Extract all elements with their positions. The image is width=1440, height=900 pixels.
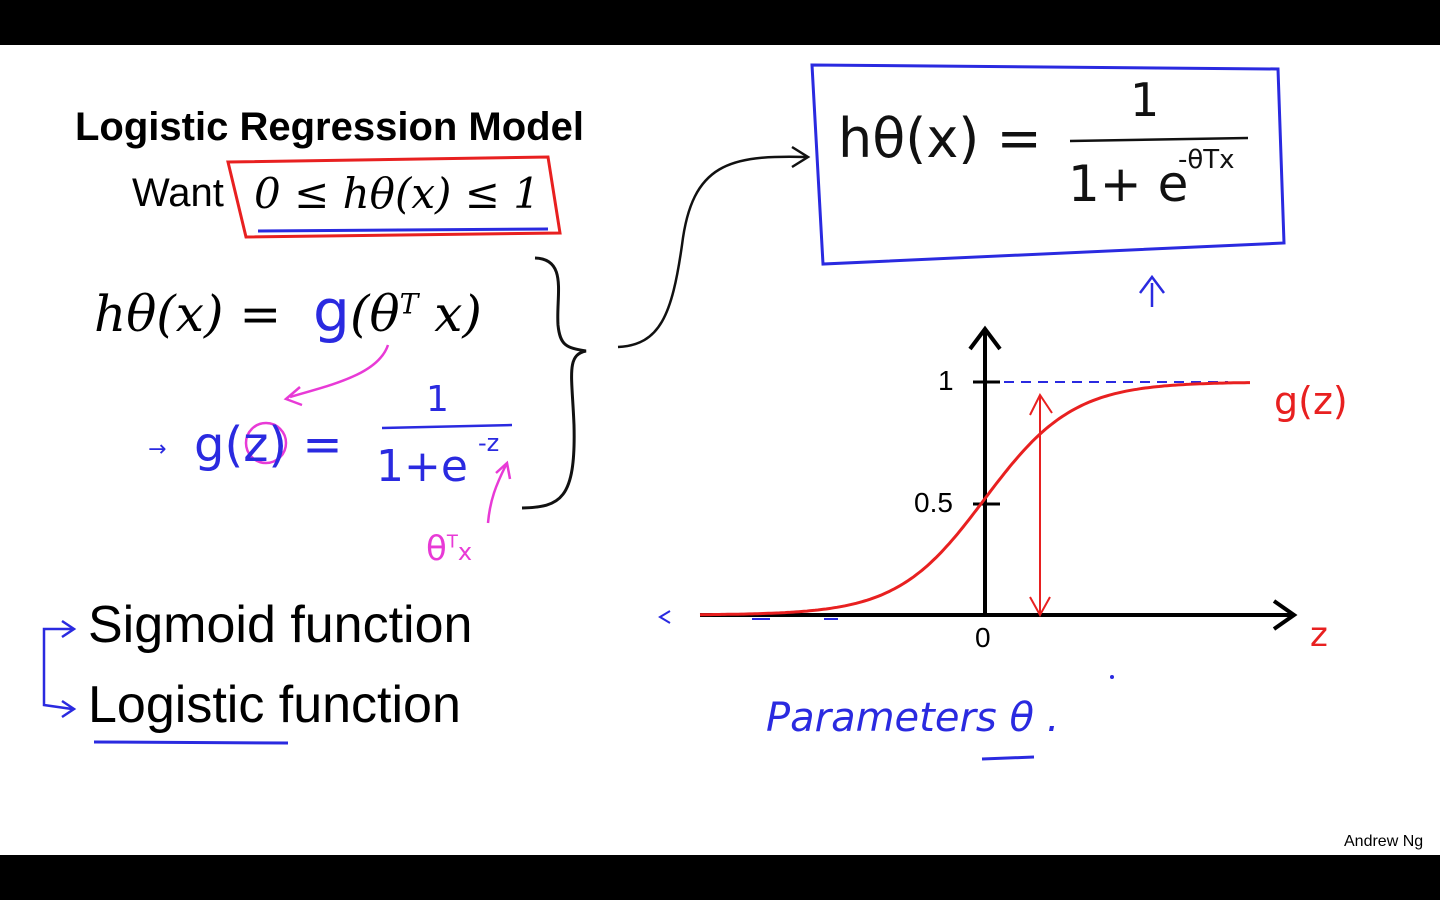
box-denominator: 1+ e [1068,155,1189,213]
names-bracket-arrow [42,627,73,711]
letterbox-bottom [0,855,1440,900]
parameters-note: Parameters θ . [766,695,1060,741]
curly-brace [521,256,587,510]
sigmoid-curve [699,381,1250,617]
lecture-slide: Logistic Regression Model Want 0 ≤ hθ(x)… [0,45,1440,855]
hypothesis-transpose: T [399,287,419,321]
want-blue-underline [257,227,549,233]
letterbox-top [0,0,1440,45]
formula-blue-box [810,63,1286,266]
author-credit: Andrew Ng [1344,833,1424,850]
curve-label: g(z) [1274,379,1348,423]
logistic-underline [93,740,289,745]
magenta-arrow-to-z [289,344,390,399]
slide-title: Logistic Regression Model [75,105,584,149]
y-axis-arrowhead [968,325,1002,351]
z-circle [244,421,288,465]
box-numerator: 1 [1130,73,1160,127]
x-tick-label-0: 0 [975,622,991,653]
x-axis-label: z [1310,615,1328,655]
box-exponent: -θTx [1178,145,1235,175]
def-exponent: -z [478,429,500,457]
theta-tx-base: θ [426,529,447,569]
magenta-arrow-to-exponent [486,464,508,524]
theta-tx-sup: T [446,531,458,553]
sigmoid-function-name: Sigmoid function [88,596,473,654]
hypothesis-arg: (θT x) [350,285,482,343]
y-tick-label-05: 0.5 [914,487,953,518]
box-lhs: hθ(x) = [838,107,1042,170]
def-arrow: → [148,437,167,462]
sigmoid-graph [658,325,1298,761]
box-fraction-bar [1069,136,1249,143]
def-denominator: 1+e [376,441,468,492]
ink-dot [1110,675,1114,679]
left-arrow-mark [658,610,671,624]
want-expression: 0 ≤ hθ(x) ≤ 1 [254,169,541,218]
gz-fraction-bar [381,423,513,430]
hypothesis-g: g [313,277,350,345]
up-arrow-mark [1139,274,1165,307]
hypothesis-theta: (θ [350,285,400,343]
ink-layer [42,63,1298,761]
theta-underline [981,755,1035,761]
theta-tx-note: θTx [426,529,472,569]
want-red-box [226,155,562,239]
def-lhs: g(z) = [194,417,343,473]
def-numerator: 1 [426,379,449,420]
y-tick-label-1: 1 [938,365,954,396]
logistic-function-name: Logistic function [88,676,461,734]
hypothesis-x: x) [434,285,482,343]
want-label: Want [132,171,224,215]
hypothesis-lhs: hθ(x) = [94,285,282,343]
brace-to-box-arrow [617,155,807,349]
theta-tx-x: x [457,538,473,566]
x-axis-arrowhead [1272,599,1298,631]
